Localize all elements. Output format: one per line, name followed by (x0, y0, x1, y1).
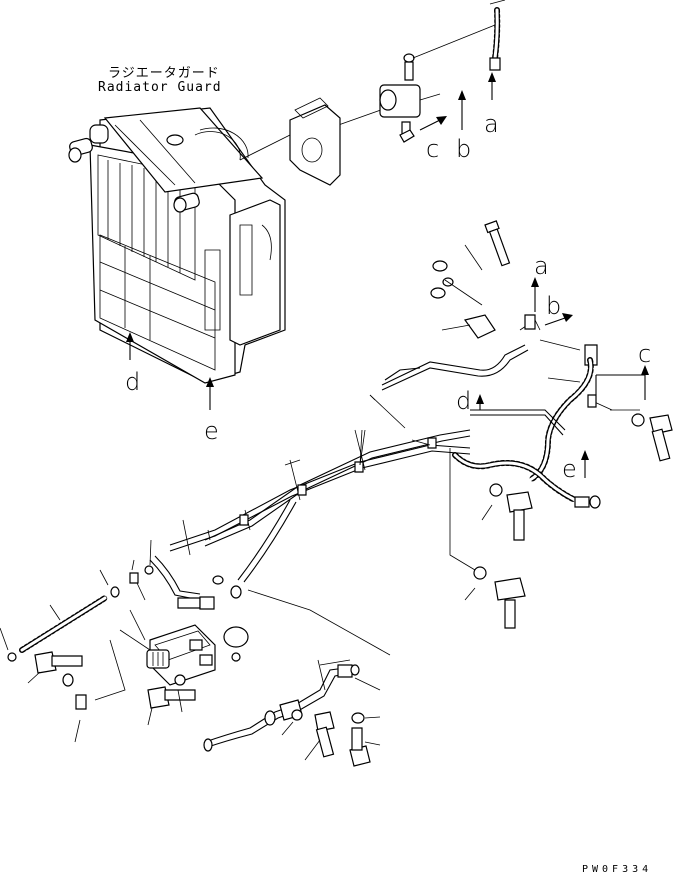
bolts-lower-center (282, 710, 380, 766)
bolt-top (485, 221, 511, 266)
callout-label-b-top: b (456, 135, 472, 163)
callout-arrows-top (420, 72, 496, 130)
callout-label-d-mid: d (456, 387, 472, 415)
bolts-lower-left (28, 640, 195, 742)
control-valve-lower (120, 610, 240, 685)
callout-label-c-mid: c (638, 340, 652, 368)
callout-label-a-mid: a (534, 252, 549, 280)
bolt-lower (465, 567, 525, 628)
top-hose (490, 0, 505, 70)
pipe-left (0, 570, 119, 661)
callout-label-c-top: c (426, 135, 440, 163)
figure-code: PW0F334 (582, 864, 653, 875)
main-pipe-run (150, 368, 475, 600)
title-english: Radiator Guard (98, 80, 222, 95)
radiator-guard-assembly (69, 108, 285, 383)
callout-label-e-mid: e (562, 455, 577, 483)
bolt-mid-e (482, 484, 532, 540)
callout-label-d-guard: d (125, 368, 141, 396)
fittings-mid (130, 540, 390, 655)
bolt-right-c (610, 410, 672, 461)
callout-arrows-mid (476, 277, 649, 478)
callout-arrows-guard (126, 332, 214, 410)
callout-label-a-top: a (484, 110, 499, 138)
mounting-bracket (290, 98, 340, 185)
callout-label-b-mid: b (546, 292, 562, 320)
title-japanese: ラジエータガード (108, 66, 220, 81)
valve-block-top (380, 25, 495, 142)
hose-assembly-right (382, 221, 612, 508)
callout-label-e-guard: e (204, 417, 219, 445)
